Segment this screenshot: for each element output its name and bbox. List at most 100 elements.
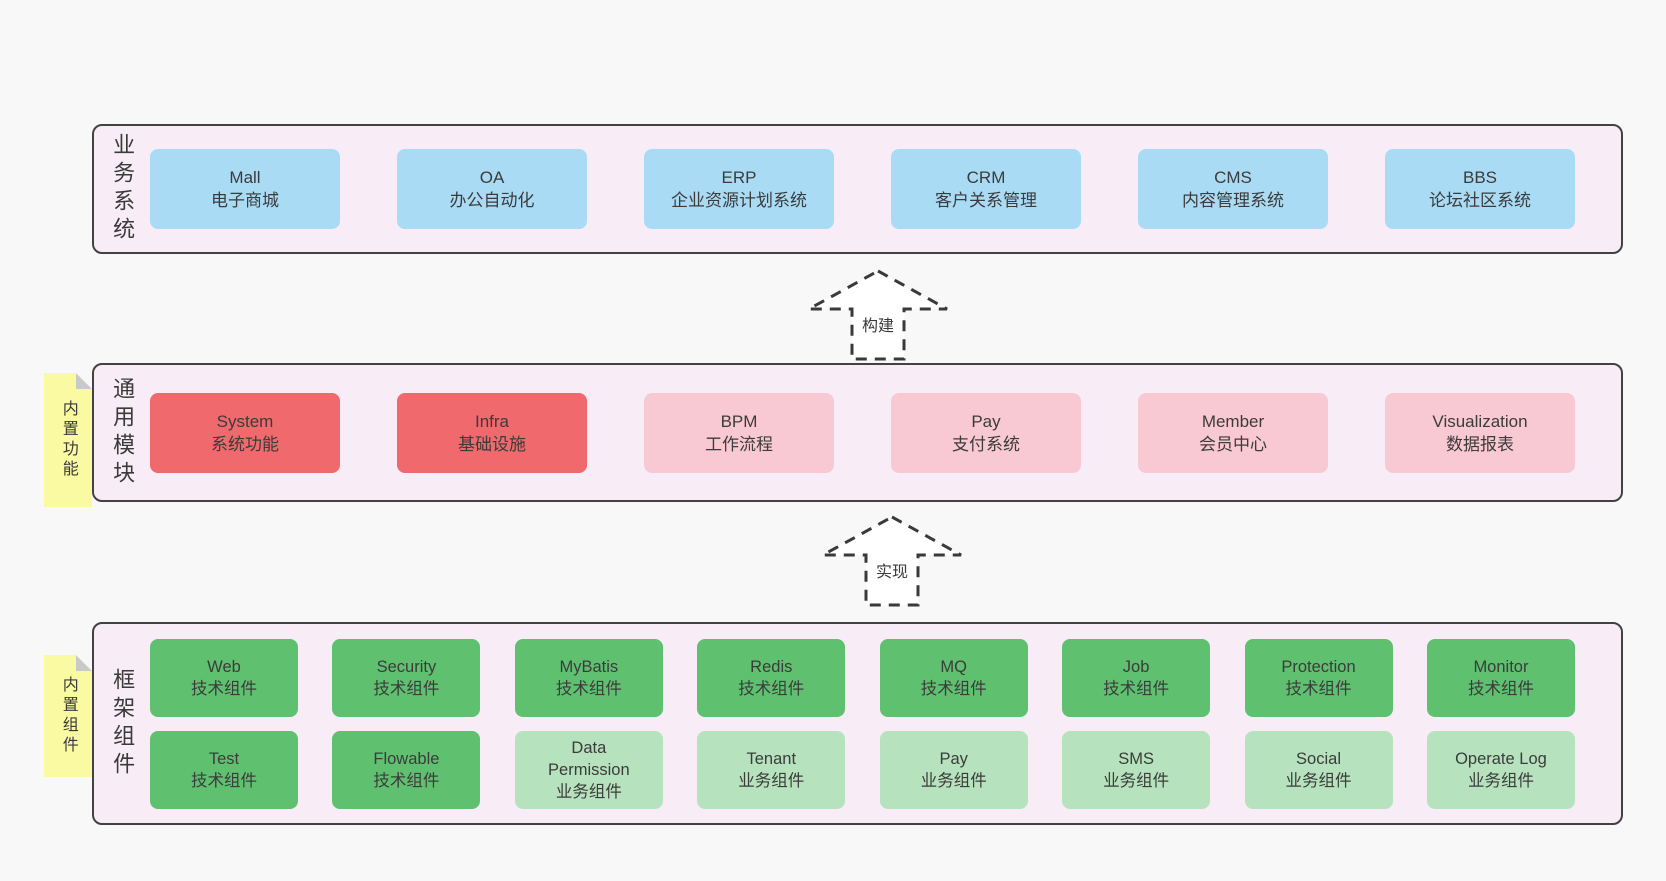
box-name: Pay [939,749,968,768]
box-name: Flowable [373,749,440,768]
box-pay: Pay 支付系统 [891,392,1081,473]
sticky-note-builtin-features: 内置功能 [44,373,92,507]
box-name: Web [207,657,241,676]
box-flowable: Flowable 技术组件 [332,730,481,809]
layer-framework-components-label: 框架组件 [94,624,150,823]
box-desc: 业务组件 [738,771,805,790]
box-name: Infra [474,411,510,431]
framework-components-rows: Web 技术组件 Security 技术组件 MyBatis 技术组件 Redi… [150,624,1621,823]
box-desc: 客户关系管理 [935,191,1037,210]
box-name: Tenant [746,749,797,768]
box-name: Test [208,749,240,768]
box-desc: 会员中心 [1199,434,1267,454]
box-name: MQ [940,657,967,676]
box-desc: 基础设施 [458,434,526,454]
box-desc: 办公自动化 [449,191,535,210]
box-desc: 技术组件 [373,771,440,790]
box-operate-log: Operate Log 业务组件 [1426,730,1575,809]
box-name: MyBatis [559,657,619,676]
box-name: Visualization [1432,411,1528,431]
box-name: ERP [721,168,757,187]
box-name: Pay [971,411,1001,431]
folded-corner-icon [76,655,92,671]
box-desc: 业务组件 [1467,771,1534,790]
layer-label-text: 框架组件 [110,667,136,780]
box-name: Security [376,657,437,676]
box-desc: 企业资源计划系统 [671,191,807,210]
business-systems-boxes: Mall 电子商城 OA 办公自动化 ERP 企业资源计划系统 CRM 客户关系… [150,126,1621,252]
box-name: Member [1201,411,1265,431]
box-crm: CRM 客户关系管理 [891,149,1081,229]
framework-row-business: Test 技术组件 Flowable 技术组件 Data Permission … [150,730,1575,809]
box-job: Job 技术组件 [1062,638,1211,717]
box-mq: MQ 技术组件 [879,638,1028,717]
box-desc: 技术组件 [373,679,440,698]
layer-label-text: 业务系统 [110,133,136,245]
box-desc: 技术组件 [738,679,805,698]
box-protection: Protection 技术组件 [1244,638,1393,717]
arrow-build-label: 构建 [858,312,898,336]
box-redis: Redis 技术组件 [697,638,846,717]
box-desc: 技术组件 [1285,679,1352,698]
box-name: SMS [1118,749,1154,768]
box-mybatis: MyBatis 技术组件 [514,638,663,717]
box-desc: 业务组件 [1103,771,1170,790]
box-mall: Mall 电子商城 [150,149,340,229]
layer-business-systems-label: 业务系统 [94,126,150,252]
layer-framework-components: 框架组件 Web 技术组件 Security 技术组件 MyBatis 技术组件… [92,622,1623,825]
box-web: Web 技术组件 [150,638,298,717]
box-desc: 工作流程 [705,434,773,454]
box-name: CRM [966,168,1006,187]
framework-row-technical: Web 技术组件 Security 技术组件 MyBatis 技术组件 Redi… [150,638,1575,717]
arrow-build: 构建 [806,268,950,362]
box-desc: 技术组件 [1467,679,1534,698]
box-sms: SMS 业务组件 [1062,730,1211,809]
sticky-note-builtin-components: 内置组件 [44,655,92,777]
layer-common-modules: 通用模块 System 系统功能 Infra 基础设施 BPM 工作流程 Pay… [92,363,1623,502]
box-name: Job [1122,657,1150,676]
box-desc: 业务组件 [555,782,622,801]
box-desc: 业务组件 [1285,771,1352,790]
box-pay-business: Pay 业务组件 [879,730,1028,809]
box-desc: 技术组件 [920,679,987,698]
sticky-note-text: 内置功能 [59,400,77,480]
box-member: Member 会员中心 [1138,392,1328,473]
box-desc: 电子商城 [211,191,279,210]
box-monitor: Monitor 技术组件 [1426,638,1575,717]
layer-label-text: 通用模块 [110,376,136,489]
layer-common-modules-label: 通用模块 [94,365,150,500]
box-cms: CMS 内容管理系统 [1138,149,1328,229]
box-name: Mall [229,168,261,187]
sticky-note-text: 内置组件 [59,676,77,756]
arrow-implement-label: 实现 [872,558,912,582]
box-name: OA [479,168,505,187]
box-desc: 技术组件 [191,771,257,790]
box-desc: 技术组件 [191,679,257,698]
box-name: Monitor [1473,657,1529,676]
box-name: Redis [750,657,793,676]
box-name: System [216,411,274,431]
box-name: Operate Log [1455,749,1547,768]
box-data-permission: Data Permission 业务组件 [514,730,663,809]
box-erp: ERP 企业资源计划系统 [644,149,834,229]
box-desc: 论坛社区系统 [1429,191,1531,210]
box-name: BBS [1462,168,1498,187]
box-oa: OA 办公自动化 [397,149,587,229]
box-system: System 系统功能 [150,392,340,473]
box-desc: 技术组件 [1103,679,1170,698]
common-modules-boxes: System 系统功能 Infra 基础设施 BPM 工作流程 Pay 支付系统… [150,365,1621,500]
box-desc: 业务组件 [920,771,987,790]
box-desc: 支付系统 [952,434,1020,454]
box-name: Protection [1281,657,1356,676]
box-name: BPM [720,411,758,431]
box-desc: 系统功能 [211,434,279,454]
arrow-implement: 实现 [820,514,964,608]
box-desc: 内容管理系统 [1182,191,1284,210]
box-infra: Infra 基础设施 [397,392,587,473]
layer-business-systems: 业务系统 Mall 电子商城 OA 办公自动化 ERP 企业资源计划系统 CRM… [92,124,1623,254]
box-tenant: Tenant 业务组件 [697,730,846,809]
box-name: Social [1296,749,1341,768]
box-name: Data Permission [548,738,630,779]
box-bpm: BPM 工作流程 [644,392,834,473]
